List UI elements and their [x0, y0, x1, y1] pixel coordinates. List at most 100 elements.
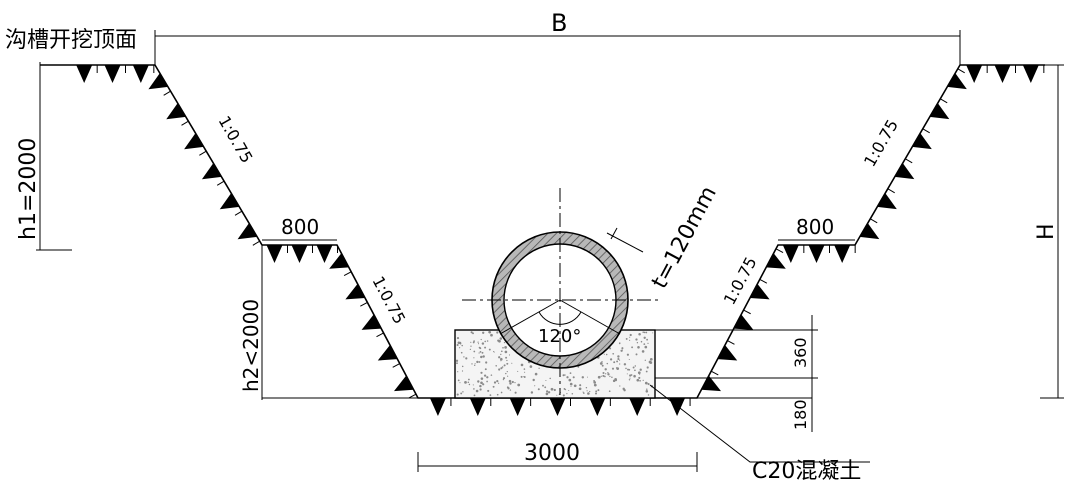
concrete-speckle: [607, 373, 610, 376]
concrete-speckle: [644, 381, 648, 385]
concrete-speckle: [636, 342, 639, 344]
soil-hatch-mark: [219, 193, 240, 210]
soil-hatch-mark: [929, 103, 950, 120]
concrete-speckle: [597, 389, 600, 392]
concrete-speckle: [593, 379, 596, 382]
concrete-speckle: [619, 359, 621, 361]
soil-hatch-tick: [887, 188, 895, 194]
soil-hatch-mark: [291, 245, 308, 263]
soil-hatch-mark: [912, 133, 932, 150]
concrete-speckle: [506, 370, 508, 373]
concrete-speckle: [609, 358, 613, 361]
label-h1: h1=2000: [16, 138, 41, 240]
concrete-speckle: [523, 376, 525, 378]
concrete-speckle: [484, 368, 487, 371]
soil-hatch-mark: [947, 73, 967, 90]
concrete-speckle: [486, 376, 489, 379]
soil-hatch-mark: [701, 375, 722, 392]
concrete-speckle: [568, 389, 570, 392]
concrete-speckle: [636, 378, 640, 382]
concrete-speckle: [479, 384, 482, 388]
soil-hatch-mark: [469, 398, 486, 416]
concrete-speckle: [482, 355, 485, 358]
concrete-speckle: [635, 353, 638, 356]
soil-hatch-mark: [733, 314, 754, 330]
angle-ray-left: [499, 299, 561, 335]
concrete-speckle: [474, 363, 476, 365]
concrete-speckle: [614, 377, 617, 381]
concrete-speckle: [645, 370, 648, 373]
concrete-speckle: [480, 355, 483, 359]
concrete-speckle: [587, 392, 590, 395]
concrete-speckle: [490, 374, 493, 376]
concrete-speckle: [623, 363, 627, 366]
concrete-speckle: [634, 369, 636, 372]
concrete-speckle: [480, 371, 483, 374]
concrete-speckle: [582, 391, 584, 393]
concrete-speckle: [455, 359, 459, 362]
concrete-speckle: [488, 330, 492, 334]
concrete-speckle: [607, 372, 609, 374]
concrete-speckle: [500, 350, 503, 353]
concrete-speckle: [566, 376, 569, 379]
concrete-speckle: [488, 348, 491, 351]
concrete-speckle: [570, 385, 572, 387]
concrete-speckle: [509, 382, 512, 385]
soil-hatch-mark: [148, 73, 169, 90]
concrete-speckle: [456, 337, 460, 340]
concrete-speckle: [581, 376, 584, 379]
concrete-speckle: [639, 368, 642, 371]
concrete-speckle: [623, 389, 626, 392]
concrete-speckle: [507, 387, 510, 390]
concrete-speckle: [467, 381, 470, 384]
concrete-speckle: [508, 379, 512, 383]
label-slope-lower-right: 1:0.75: [720, 254, 761, 308]
concrete-speckle: [506, 359, 508, 362]
concrete-speckle: [464, 381, 467, 384]
concrete-speckle: [538, 367, 540, 369]
concrete-speckle: [482, 331, 485, 334]
soil-hatch-mark: [966, 65, 983, 83]
concrete-speckle: [473, 350, 476, 353]
concrete-speckle: [644, 359, 646, 361]
soil-hatch-tick: [234, 210, 243, 216]
concrete-speckle: [573, 384, 577, 388]
concrete-speckle: [547, 391, 551, 394]
soil-hatch-mark: [104, 65, 121, 83]
concrete-speckle: [629, 377, 631, 379]
concrete-speckle: [629, 336, 631, 338]
concrete-speckle: [473, 394, 476, 397]
soil-hatch-tick: [163, 90, 171, 96]
concrete-speckle: [556, 394, 558, 396]
concrete-speckle: [497, 382, 500, 384]
soil-hatch-mark: [782, 245, 799, 263]
concrete-speckle: [621, 347, 624, 350]
concrete-speckle: [571, 392, 574, 395]
concrete-speckle: [511, 380, 514, 384]
soil-hatch-tick: [922, 128, 930, 134]
concrete-speckle: [473, 357, 475, 359]
concrete-speckle: [578, 387, 582, 391]
angle-arc: [538, 311, 582, 325]
concrete-speckle: [626, 373, 628, 375]
concrete-speckle: [483, 374, 487, 377]
soil-hatch-mark: [345, 283, 366, 300]
concrete-speckle: [470, 345, 472, 347]
soil-hatch-mark: [316, 245, 333, 263]
concrete-speckle: [597, 375, 601, 379]
concrete-speckle: [504, 346, 507, 349]
concrete-speckle: [602, 374, 605, 377]
concrete-speckle: [460, 392, 463, 395]
concrete-speckle: [465, 357, 468, 360]
soil-hatch-mark: [201, 163, 222, 180]
concrete-speckle: [631, 346, 634, 349]
soil-hatch-tick: [181, 120, 189, 126]
soil-hatch-tick: [376, 332, 384, 338]
concrete-speckle: [498, 339, 501, 343]
concrete-speckle: [546, 390, 549, 393]
concrete-speckle: [500, 367, 503, 370]
soil-hatch-tick: [252, 240, 260, 246]
concrete-speckle: [529, 365, 533, 368]
concrete-speckle: [611, 367, 615, 370]
